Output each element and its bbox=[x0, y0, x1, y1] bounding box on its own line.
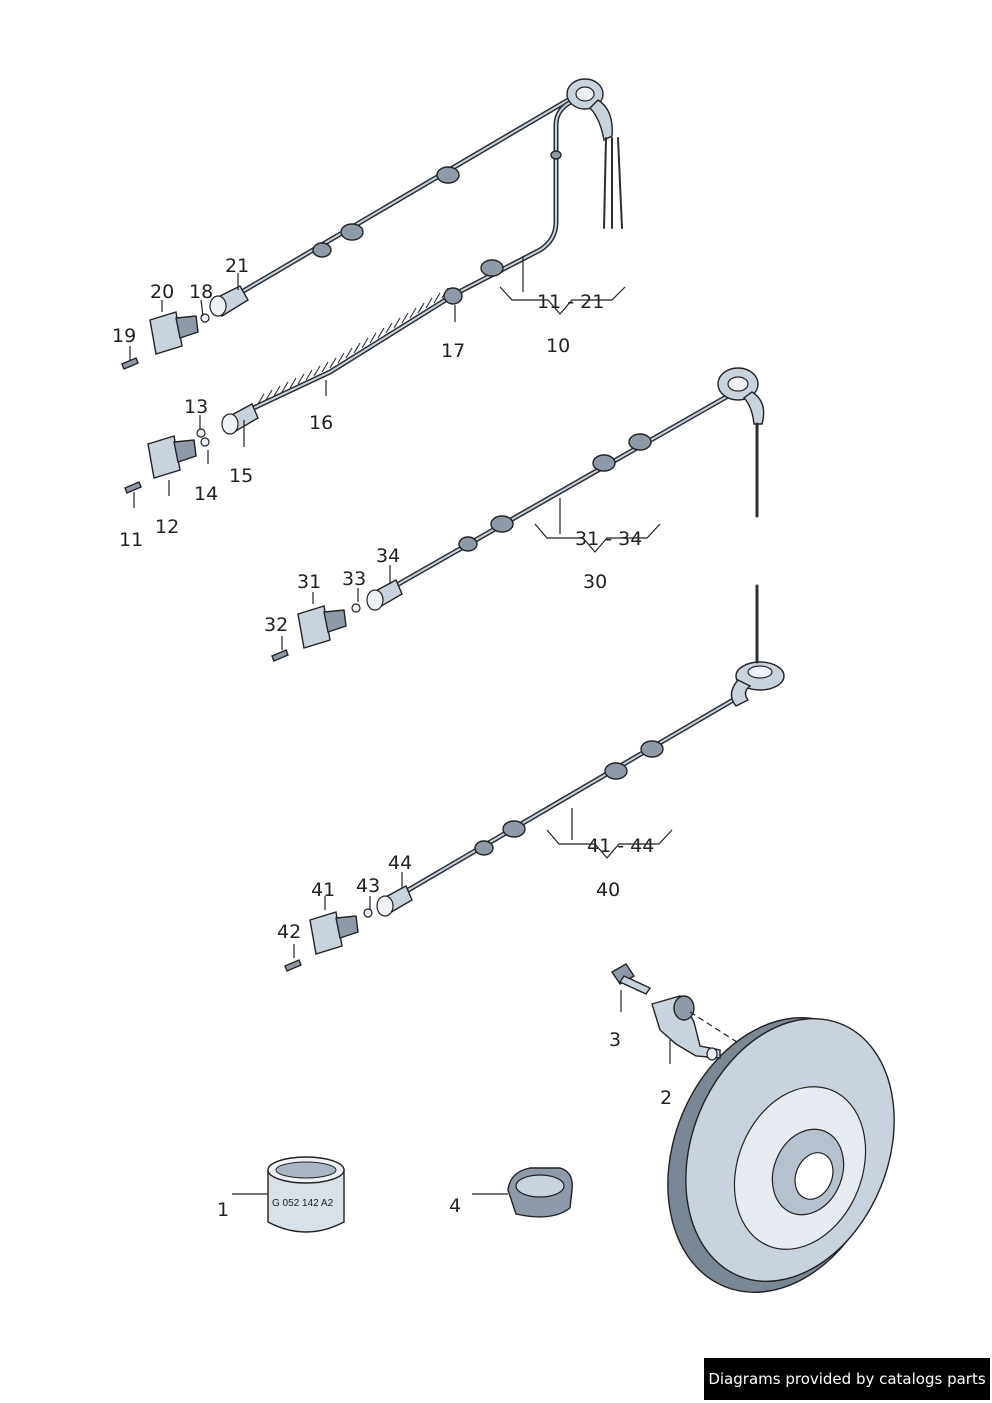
callout-31-34: 31 - 34 bbox=[575, 528, 642, 550]
callout-2: 2 bbox=[660, 1087, 672, 1109]
bolt-3 bbox=[611, 963, 652, 995]
callout-44: 44 bbox=[388, 852, 412, 874]
grommet-top-10 bbox=[566, 78, 613, 142]
callout-13: 13 bbox=[184, 396, 208, 418]
callout-10: 10 bbox=[546, 335, 570, 357]
callout-41-44: 41 - 44 bbox=[587, 835, 654, 857]
connector-44 bbox=[376, 885, 413, 917]
callout-14: 14 bbox=[194, 483, 218, 505]
callout-34: 34 bbox=[376, 545, 400, 567]
grommet-top-30 bbox=[717, 367, 765, 425]
callout-11: 11 bbox=[119, 529, 143, 551]
sensor-housing-20 bbox=[149, 311, 199, 355]
callout-42: 42 bbox=[277, 921, 301, 943]
credit-banner: Diagrams provided by catalogs parts bbox=[704, 1358, 990, 1400]
callout-31: 31 bbox=[297, 571, 321, 593]
harness-assembly-10 bbox=[121, 78, 626, 508]
callout-33: 33 bbox=[342, 568, 366, 590]
callout-20: 20 bbox=[150, 281, 174, 303]
callout-32: 32 bbox=[264, 614, 288, 636]
callout-1: 1 bbox=[217, 1199, 229, 1221]
plug-4 bbox=[507, 1167, 573, 1218]
callout-30: 30 bbox=[583, 571, 607, 593]
callout-12: 12 bbox=[155, 516, 179, 538]
sleeve-marking: G 052 142 A2 bbox=[272, 1198, 334, 1209]
connector-34 bbox=[366, 579, 403, 611]
sensor-housing-31 bbox=[297, 605, 347, 649]
connector-21 bbox=[209, 285, 249, 317]
callout-17: 17 bbox=[441, 340, 465, 362]
sleeve-1: G 052 142 A2 bbox=[267, 1156, 345, 1233]
callout-41: 41 bbox=[311, 879, 335, 901]
grommet-40 bbox=[730, 661, 785, 707]
callout-3: 3 bbox=[609, 1029, 621, 1051]
harness-assembly-40 bbox=[284, 584, 785, 972]
connector-15 bbox=[221, 403, 259, 435]
callout-21: 21 bbox=[225, 255, 249, 277]
sensor-housing-12 bbox=[147, 435, 197, 479]
callout-19: 19 bbox=[112, 325, 136, 347]
callout-11-21: 11 - 21 bbox=[537, 291, 604, 313]
protective-coil-16 bbox=[257, 287, 449, 405]
callout-4: 4 bbox=[449, 1195, 461, 1217]
harness-assembly-30 bbox=[271, 367, 765, 662]
callout-16: 16 bbox=[309, 412, 333, 434]
callout-18: 18 bbox=[189, 281, 213, 303]
callout-40: 40 bbox=[596, 879, 620, 901]
sensor-housing-41 bbox=[309, 911, 359, 955]
callout-15: 15 bbox=[229, 465, 253, 487]
callout-43: 43 bbox=[356, 875, 380, 897]
brake-disc bbox=[667, 1016, 895, 1294]
wheel-speed-sensor-2 bbox=[651, 995, 721, 1061]
